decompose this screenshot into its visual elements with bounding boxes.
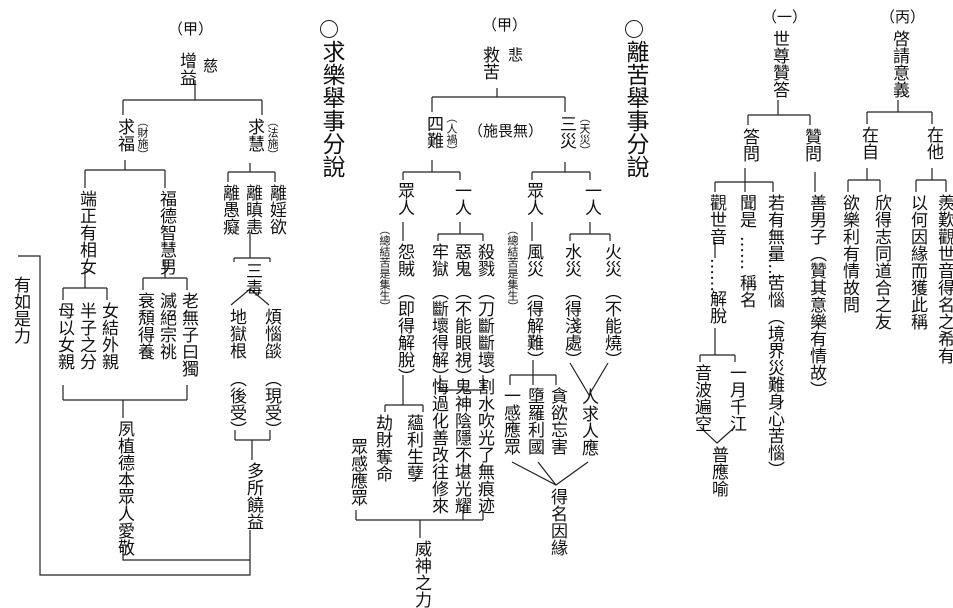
text-duo-suo: 多所饒益 bbox=[243, 462, 263, 530]
text-ge-shui: 割水吹光了無痕迹 bbox=[474, 378, 494, 514]
text-mu-yi: 母以女親 bbox=[54, 302, 74, 370]
text-de-ming: 得名因緣 bbox=[547, 488, 567, 556]
text-guan-shi-yin: 觀世音 bbox=[706, 194, 726, 245]
node-qi-qing: 啓請意義 bbox=[889, 30, 909, 98]
label-yi: （一） bbox=[762, 8, 808, 26]
node-li-yin: 離婬欲 bbox=[266, 184, 286, 235]
text-cheng-ming: 稱名 bbox=[736, 274, 756, 308]
node-zengyi: 增益 bbox=[176, 52, 196, 86]
text-jie-cai: 劫財奪命 bbox=[372, 414, 392, 482]
note-xian-shou: （現受） bbox=[261, 370, 281, 438]
note-ren-huo: （人禍） bbox=[445, 112, 458, 156]
text-sha-lu: 殺戮 bbox=[474, 243, 494, 277]
text-duo-luo: 墮羅利國 bbox=[524, 387, 544, 455]
note-shi-wei: （施畏無） bbox=[468, 122, 544, 140]
text-yu-le: 欲樂利有情故問 bbox=[839, 194, 859, 313]
text-pu-ying: 普應喻 bbox=[708, 446, 728, 497]
text-ku-nao: 苦惱（境界災難身心苦惱） bbox=[764, 274, 784, 478]
note-fashi: （法施） bbox=[266, 116, 279, 160]
text-su-zhi: 夙植德本眾人愛敬 bbox=[114, 420, 134, 556]
node-zan-wen: 贊問 bbox=[801, 128, 821, 162]
text-jie-tuo: 解脫 bbox=[706, 290, 726, 324]
section-title-qiule: 求樂舉事分說 bbox=[318, 40, 344, 178]
node-zai-ta: 在他 bbox=[923, 126, 943, 160]
label-jia-qiule: （甲） bbox=[168, 20, 214, 38]
text-shan-nan: 善男子（贊其意樂有情故） bbox=[806, 194, 826, 398]
text-nv-jie: 女結外親 bbox=[98, 302, 118, 370]
node-da-wen: 答問 bbox=[739, 128, 759, 162]
text-gui-shen: 鬼神陰隱不堪光耀 bbox=[451, 378, 471, 514]
note-ci: 慈 bbox=[203, 57, 219, 75]
text-jie-tuo-dots: …… bbox=[706, 258, 726, 292]
text-yun-li: 蘊利生孽 bbox=[403, 414, 423, 482]
text-lao-yu: 牢獄 bbox=[428, 243, 448, 277]
node-li-yu: 離愚癡 bbox=[219, 184, 239, 235]
node-duanzheng: 端正有相女 bbox=[76, 190, 96, 275]
label-bing: （丙） bbox=[880, 8, 926, 26]
text-wei-shen: 威神之力 bbox=[411, 540, 431, 608]
note-bu-neng-shao: （不能燒） bbox=[601, 283, 621, 368]
note-hou-shou: （後受） bbox=[226, 370, 246, 438]
text-zhong-gan-1: 眾感應眾 bbox=[347, 438, 367, 506]
text-fan-nao: 煩惱燄 bbox=[261, 308, 281, 359]
text-shui-zai: 水災 bbox=[561, 243, 581, 277]
note-dao-duan: （刀斷斷壞） bbox=[474, 283, 494, 385]
text-wen-shi: 聞是 bbox=[736, 194, 756, 228]
note-de-jie-nan: （得解難） bbox=[523, 283, 543, 368]
text-wen-dots: …… bbox=[736, 236, 756, 270]
note-caishi: （財施） bbox=[136, 116, 149, 160]
text-lao-wu: 老無子曰獨 bbox=[178, 292, 198, 377]
note-bei: 悲 bbox=[508, 46, 524, 64]
text-e-gui: 惡鬼 bbox=[451, 243, 471, 277]
node-yi-ren-1: 一人 bbox=[451, 182, 471, 216]
text-shuai-tui: 衰頽得養 bbox=[134, 292, 154, 360]
note-ji-de-jie: （即得解脫） bbox=[394, 283, 414, 385]
node-san-zai: 三災 bbox=[556, 115, 576, 149]
text-you-ru: 有如是力 bbox=[10, 276, 30, 344]
section-title-liku: 離苦舉事分說 bbox=[622, 40, 648, 178]
text-xin-de: 欣得志同道合之友 bbox=[871, 194, 891, 330]
text-yi-he: 以何因緣而獲此稱 bbox=[907, 194, 927, 330]
text-ruo-dots: …… bbox=[764, 252, 784, 286]
text-mie-jue: 滅絕宗祧 bbox=[156, 292, 176, 360]
text-ban-zhi: 半子之分 bbox=[76, 302, 96, 370]
text-xian-tan: 羨歎觀世音得名之希有 bbox=[934, 194, 953, 364]
text-ren-qiu: 人求人應 bbox=[578, 388, 598, 456]
node-yi-ren-2: 一人 bbox=[581, 182, 601, 216]
text-yin-bo: 音波遍空 bbox=[691, 364, 711, 432]
node-jiuku: 救苦 bbox=[479, 46, 499, 80]
node-zhong-ren-1: 眾人 bbox=[394, 182, 414, 216]
text-ruo-you: 若有無量 bbox=[764, 194, 784, 262]
node-fude: 福德智慧男 bbox=[156, 190, 176, 275]
note-zong-jie-1: （總結苦是集生） bbox=[378, 224, 391, 312]
node-qiuhui: 求慧 bbox=[244, 118, 264, 152]
section-circle-marker bbox=[625, 20, 643, 38]
text-hui-guo: 悔過化善改往修來 bbox=[428, 378, 448, 514]
text-di-yu: 地獄根 bbox=[226, 308, 246, 359]
node-san-du: 三毒 bbox=[242, 262, 262, 296]
text-yuan-zei: 怨賊 bbox=[394, 243, 414, 277]
node-shizun: 世尊贊答 bbox=[769, 30, 789, 98]
note-de-qian: （得淺處） bbox=[561, 283, 581, 368]
node-li-chen: 離瞋恚 bbox=[242, 184, 262, 235]
note-tian-zai: （天災） bbox=[578, 112, 591, 156]
label-jia-liku: （甲） bbox=[482, 16, 528, 34]
node-zai-zi: 在自 bbox=[858, 126, 878, 160]
text-feng-zai: 風災 bbox=[523, 243, 543, 277]
note-bu-neng-yan: （不能眼視） bbox=[451, 283, 471, 385]
note-zong-jie-2: （總結苦是集生） bbox=[506, 224, 519, 312]
node-zhong-ren-2: 眾人 bbox=[523, 182, 543, 216]
text-yi-gan: 一感應眾 bbox=[500, 387, 520, 455]
text-huo-zai: 火災 bbox=[601, 243, 621, 277]
text-yi-yue: 一月千江 bbox=[726, 364, 746, 432]
node-qiufu: 求福 bbox=[114, 118, 134, 152]
text-tan-yu: 貪欲忘害 bbox=[547, 387, 567, 455]
section-circle-marker bbox=[320, 20, 338, 38]
node-si-nan: 四難 bbox=[423, 115, 443, 149]
note-duan-huai: （斷壞得解） bbox=[428, 283, 448, 385]
